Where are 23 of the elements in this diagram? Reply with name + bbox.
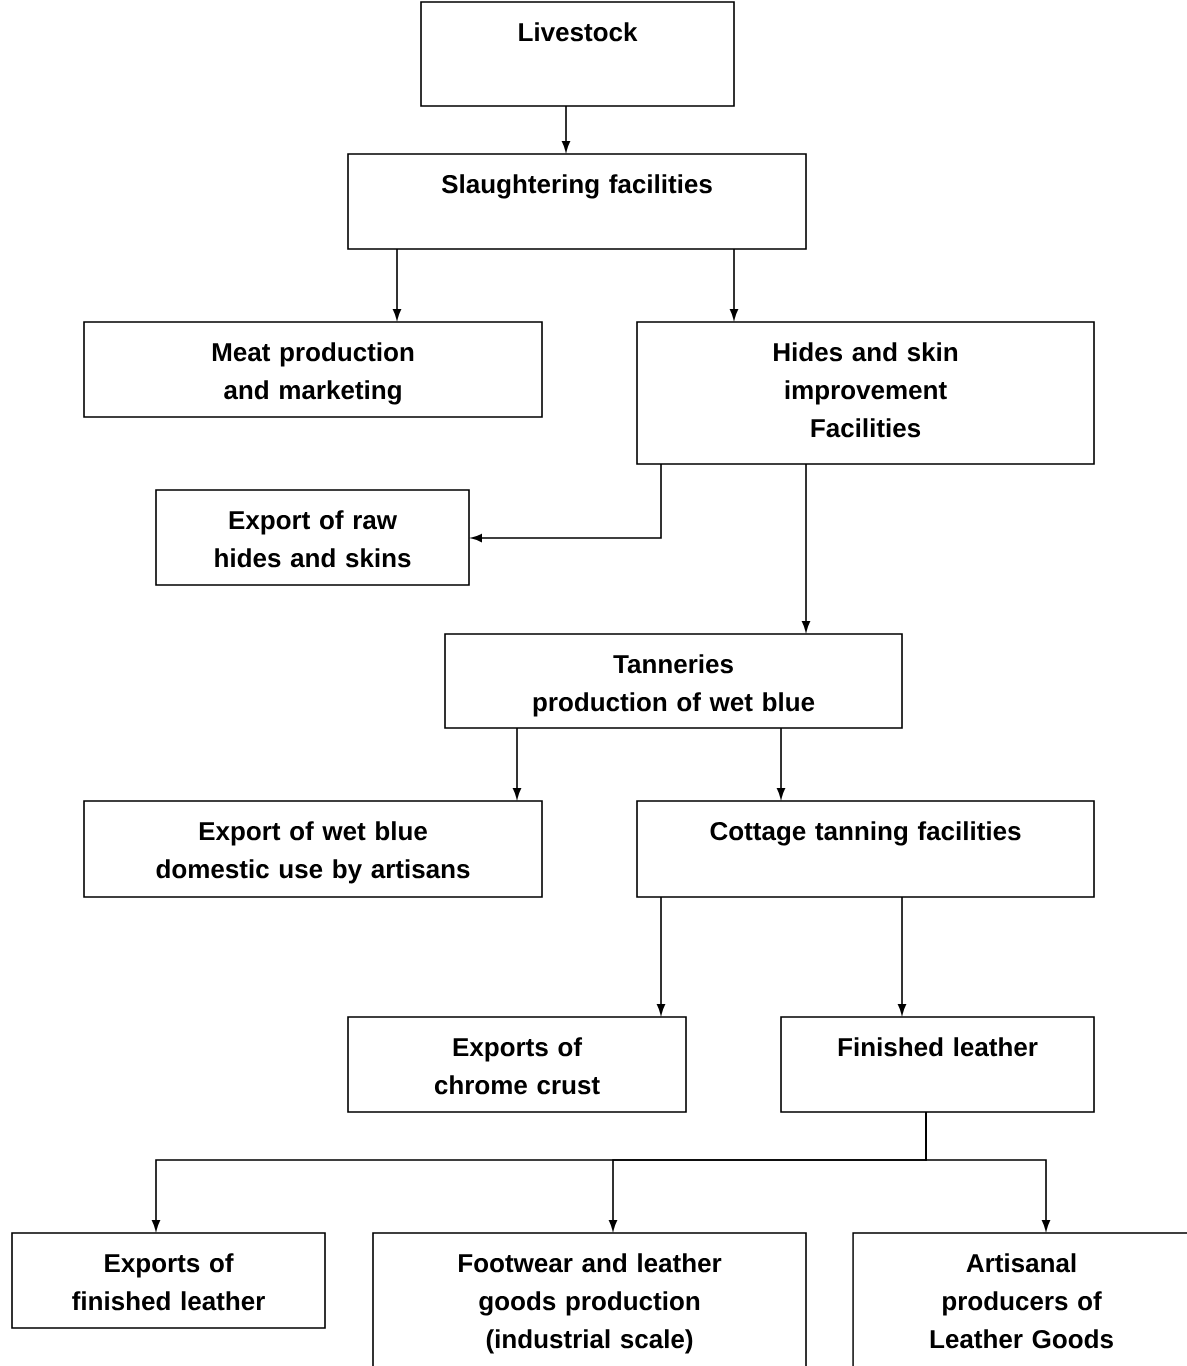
process-box: Meat production and marketing xyxy=(83,321,543,418)
arrow xyxy=(562,105,570,152)
process-box: Tanneries production of wet blue xyxy=(444,633,903,729)
arrow xyxy=(513,727,521,799)
arrow xyxy=(657,896,665,1015)
process-box: Footwear and leather goods production (industrial scale) xyxy=(372,1232,807,1366)
arrow xyxy=(393,248,401,320)
arrow xyxy=(777,727,785,799)
process-box: Cottage tanning facilities xyxy=(636,800,1095,898)
arrow xyxy=(471,463,662,542)
process-box: Exports of chrome crust xyxy=(347,1016,687,1113)
arrow xyxy=(802,463,810,632)
process-box: Artisanal producers of Leather Goods xyxy=(852,1232,1187,1366)
process-box: Hides and skin improvement Facilities xyxy=(636,321,1095,465)
process-box: Livestock xyxy=(420,1,735,107)
process-box: Slaughtering facilities xyxy=(347,153,807,250)
process-box: Export of raw hides and skins xyxy=(155,489,470,586)
arrow xyxy=(730,248,738,320)
process-box: Export of wet blue domestic use by artisans xyxy=(83,800,543,898)
process-box: Exports of finished leather xyxy=(11,1232,326,1329)
arrow xyxy=(925,1111,1050,1231)
arrow xyxy=(898,896,906,1015)
process-box: Finished leather xyxy=(780,1016,1095,1113)
